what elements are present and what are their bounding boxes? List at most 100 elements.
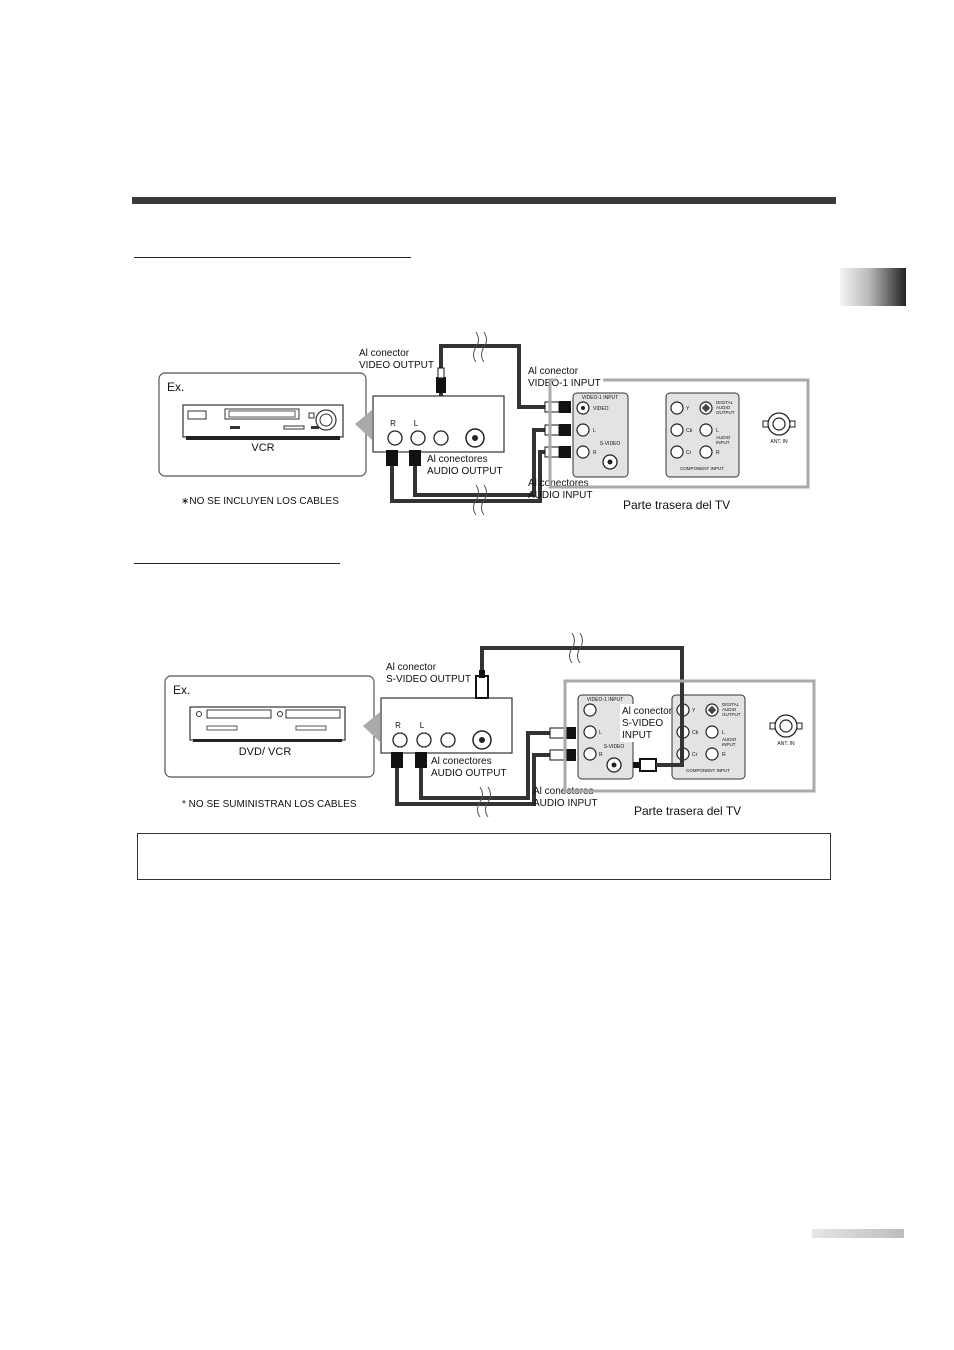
video-output-label-2: VIDEO OUTPUT <box>359 360 434 371</box>
panel-svideo-text: S-VIDEO <box>600 441 621 447</box>
cable-break-mark <box>473 331 487 363</box>
tv-rear-frame <box>548 378 810 489</box>
side-index-tab <box>840 268 906 306</box>
panel-audio-in-1: AUDIO <box>716 435 731 440</box>
svideo-input-label-1: Al conector <box>622 706 673 717</box>
panel-l-text: L <box>599 730 602 736</box>
panel-svideo-text: S-VIDEO <box>604 744 625 750</box>
page-footer-tab <box>812 1229 904 1238</box>
svideo-input-label-2: S-VIDEO <box>622 718 663 729</box>
audio-input-label-1: Al conectores <box>533 786 594 797</box>
panel-r-text: R <box>593 450 597 456</box>
audio-r-plug-icon <box>391 752 403 768</box>
audio-r-jack-icon <box>387 430 403 446</box>
video-output-label-1: Al conector <box>359 348 410 359</box>
tv-rear-frame <box>563 679 816 793</box>
jack-r-label: R <box>395 721 401 730</box>
section-underline-2 <box>134 563 340 564</box>
tv-cb-jack-icon <box>670 423 684 437</box>
jack-l-label: L <box>420 721 425 730</box>
audio-l-cable <box>413 428 545 497</box>
panel-digital-1: DIGITAL <box>722 702 740 707</box>
svideo-input-label-bg <box>620 704 676 742</box>
video1-input-label-2: VIDEO-1 INPUT <box>528 378 601 389</box>
panel-ant-in-text: ANT. IN <box>777 741 795 747</box>
video-plug-icon <box>436 377 446 393</box>
audio-input-label-1: Al conectores <box>528 478 589 489</box>
panel-cr-text: Cr <box>686 450 692 456</box>
panel-video1-text: VIDEO-1 INPUT <box>582 395 618 401</box>
panel-audio-in-2: INPUT <box>716 440 730 445</box>
panel-l-text: L <box>593 428 596 434</box>
svideo-plug-icon <box>475 675 489 699</box>
panel-audio-in-1: AUDIO <box>722 737 737 742</box>
tv-rear-label: Parte trasera del TV <box>634 804 741 818</box>
video-cable <box>439 344 545 409</box>
panel-digital-2: AUDIO <box>722 707 737 712</box>
video1-input-label-1: Al conector <box>528 366 579 377</box>
svideo-output-label-2: S-VIDEO OUTPUT <box>386 674 471 685</box>
jack-l-label: L <box>414 419 419 428</box>
video-jack-icon <box>440 732 456 748</box>
panel-comp-l: L <box>716 428 719 434</box>
tv-comp-audio-l-jack-icon <box>705 725 719 739</box>
audio-r-cable <box>395 753 550 806</box>
audio-r-plug-icon <box>386 450 398 466</box>
panel-cr-text: Cr <box>692 752 698 758</box>
panel-component-text: COMPONENT INPUT <box>680 466 724 471</box>
panel-cb-text: Cb <box>692 730 699 736</box>
panel-video-text: VIDEO <box>593 406 609 412</box>
panel-digital-3: OUTPUT <box>716 410 735 415</box>
panel-y-text: Y <box>686 406 690 412</box>
device-label: DVD/ VCR <box>239 746 292 758</box>
audio-input-label-2: AUDIO INPUT <box>528 490 592 501</box>
jack-r-label: R <box>390 419 396 428</box>
audio-input-label-2: AUDIO INPUT <box>533 798 597 809</box>
section-header-bar <box>132 197 836 204</box>
panel-r-text: R <box>599 752 603 758</box>
tv-comp-audio-r-jack-icon <box>699 445 713 459</box>
cable-break-mark <box>569 632 583 664</box>
tv-y-jack-icon <box>670 401 684 415</box>
panel-audio-in-2: INPUT <box>722 742 736 747</box>
panel-digital-2: AUDIO <box>716 405 731 410</box>
panel-comp-r: R <box>716 450 720 456</box>
tv-audio-l-jack-icon <box>576 423 590 437</box>
audio-l-jack-icon <box>416 732 432 748</box>
panel-cb-text: Cb <box>686 428 693 434</box>
tv-comp-audio-l-jack-icon <box>699 423 713 437</box>
diagram-vcr-connection: Ex. VCR ∗NO SE INCLUYEN LOS CABLES R L <box>158 331 810 516</box>
video-jack-icon <box>433 430 449 446</box>
cables-note: ∗NO SE INCLUYEN LOS CABLES <box>181 496 339 507</box>
audio-r-cable <box>390 450 545 503</box>
tv-audio-r-jack-icon <box>583 747 597 761</box>
tv-video-jack-icon <box>583 703 597 717</box>
callout-pointer-icon <box>363 712 380 742</box>
audio-output-label-2: AUDIO OUTPUT <box>427 466 503 477</box>
panel-comp-r: R <box>722 752 726 758</box>
audio-l-plug-icon <box>415 752 427 768</box>
dvd-vcr-icon <box>189 706 346 742</box>
svideo-input-label-3: INPUT <box>622 730 652 741</box>
audio-output-label-1: Al conectores <box>427 454 488 465</box>
panel-digital-3: OUTPUT <box>722 712 741 717</box>
panel-y-text: Y <box>692 708 696 714</box>
tv-cr-jack-icon <box>670 445 684 459</box>
ex-label: Ex. <box>173 683 190 697</box>
cables-note: * NO SE SUMINISTRAN LOS CABLES <box>182 799 357 810</box>
callout-pointer-icon <box>355 410 372 440</box>
diagram-dvdvcr-connection: Ex. DVD/ VCR * NO SE SUMINISTRAN LOS CAB… <box>164 632 816 818</box>
panel-ant-in-text: ANT. IN <box>770 439 788 445</box>
tv-comp-audio-r-jack-icon <box>705 747 719 761</box>
panel-comp-l: L <box>722 730 725 736</box>
section-underline-1 <box>134 257 411 258</box>
panel-digital-1: DIGITAL <box>716 400 734 405</box>
vcr-icon <box>182 404 344 440</box>
audio-output-label-1: Al conectores <box>431 756 492 767</box>
panel-video1-text: VIDEO-1 INPUT <box>587 697 623 703</box>
audio-l-cable <box>419 731 550 800</box>
ex-label: Ex. <box>167 380 184 394</box>
svideo-plug-tv-icon <box>639 758 657 772</box>
tv-audio-r-jack-icon <box>576 445 590 459</box>
